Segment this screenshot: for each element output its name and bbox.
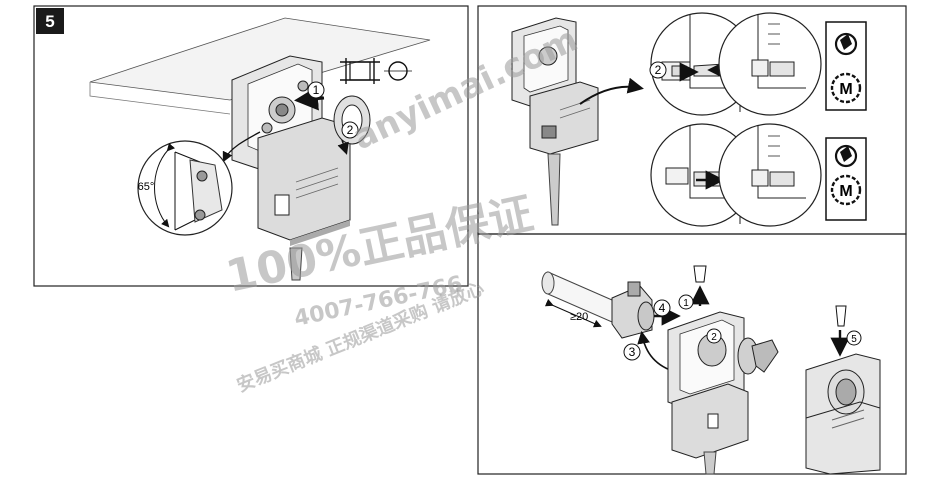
actuator-device xyxy=(231,55,351,281)
shaft-shape-icon xyxy=(340,58,412,84)
dimension-label: ≥20 xyxy=(570,311,588,323)
svg-text:2: 2 xyxy=(711,332,717,343)
angle-label: 65° xyxy=(138,181,155,193)
actuator-device-right xyxy=(805,353,881,475)
actuator-device-small xyxy=(511,17,599,226)
svg-text:2: 2 xyxy=(655,63,662,77)
left-panel-border xyxy=(33,5,469,287)
angle-detail-zoom: 65° xyxy=(137,140,233,236)
duct xyxy=(89,17,431,101)
mode-icons-bottom: M xyxy=(825,137,867,221)
switch-zoom-row-2: 3 xyxy=(650,123,822,227)
manual-override-icon xyxy=(834,32,858,56)
svg-text:2: 2 xyxy=(347,123,354,137)
svg-text:1: 1 xyxy=(313,83,320,97)
left-panel: 5 1 2 xyxy=(33,5,469,287)
shaft-coupling xyxy=(611,281,655,339)
manual-override-icon xyxy=(834,144,858,168)
callout-1 xyxy=(307,81,325,99)
svg-text:M: M xyxy=(839,81,852,98)
actuator-device-bottom xyxy=(667,311,779,475)
step-badge xyxy=(36,8,64,34)
bottom-right-panel: ≥20 4 3 2 1 xyxy=(477,233,907,475)
switch-zoom-row-1: 2 1 xyxy=(649,12,822,116)
svg-text:1: 1 xyxy=(683,298,689,309)
callout-2 xyxy=(341,121,359,139)
svg-text:4: 4 xyxy=(659,301,666,315)
top-right-panel: 2 1 3 xyxy=(477,5,907,235)
bottom-right-panel-border xyxy=(477,233,907,475)
step-badge-label: 5 xyxy=(45,12,54,31)
motor-icon: M xyxy=(830,72,862,104)
svg-text:5: 5 xyxy=(851,334,857,345)
motor-icon: M xyxy=(830,174,862,206)
svg-text:3: 3 xyxy=(629,345,636,359)
svg-text:M: M xyxy=(839,183,852,200)
mode-icons-top: M xyxy=(825,21,867,111)
